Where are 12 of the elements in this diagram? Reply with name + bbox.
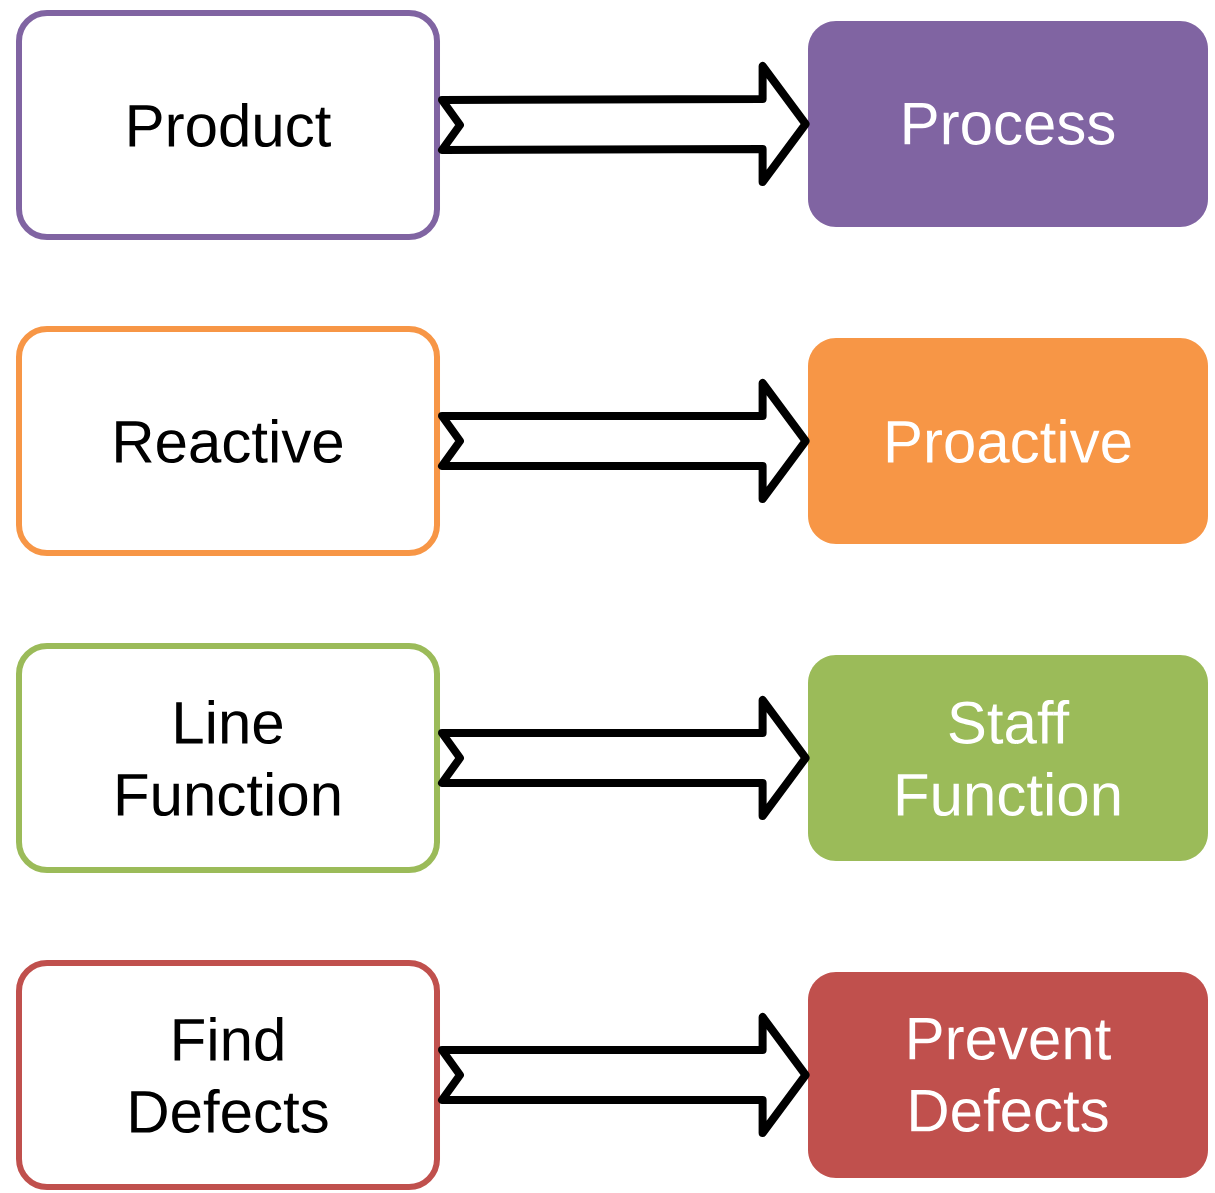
process-box: Line Function: [16, 643, 440, 873]
block-arrow: [438, 379, 810, 503]
block-arrow: [438, 696, 810, 820]
block-arrow: [438, 1013, 810, 1137]
process-box: Product: [16, 10, 440, 240]
block-arrow: [438, 62, 810, 186]
process-box: Staff Function: [808, 655, 1208, 861]
process-box: Prevent Defects: [808, 972, 1208, 1178]
process-box: Proactive: [808, 338, 1208, 544]
process-box: Reactive: [16, 326, 440, 556]
process-box: Process: [808, 21, 1208, 227]
process-box: Find Defects: [16, 960, 440, 1190]
